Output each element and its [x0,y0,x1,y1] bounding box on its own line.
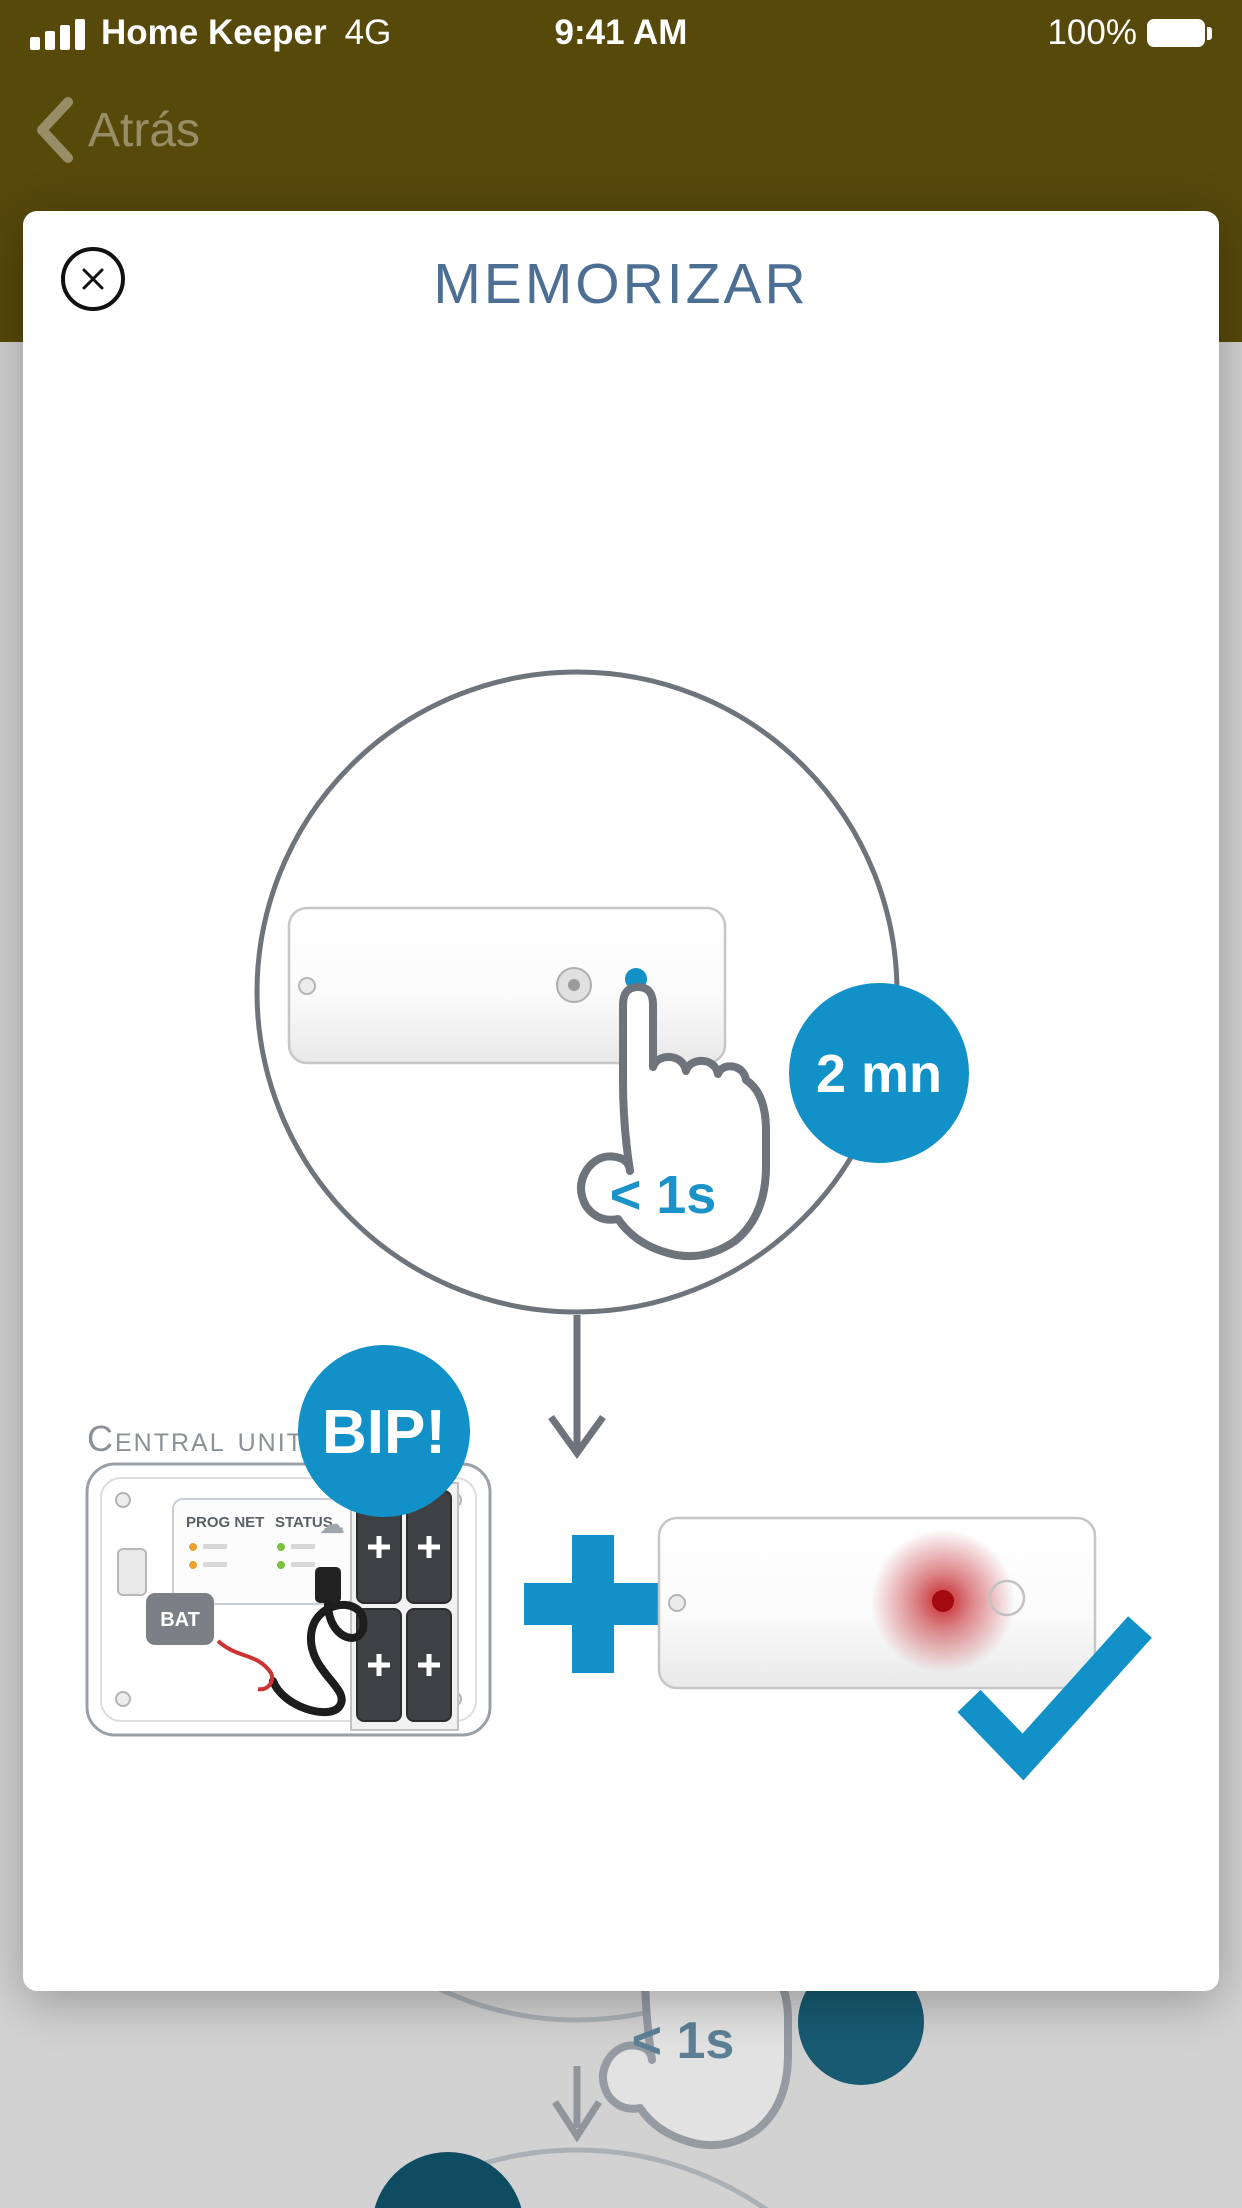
bg-press-duration-label: < 1s [632,2012,735,2070]
down-arrow-icon [548,1315,606,1459]
plus-icon [524,1535,662,1673]
cloud-icon: ☁ [319,1509,345,1539]
power-plug [315,1567,341,1603]
bat-box: BAT [146,1593,214,1645]
signal-bars-icon [30,16,85,50]
status-label: STATUS [275,1514,333,1531]
status-bar: Home Keeper 4G 9:41 AM 100% [0,0,1242,66]
device-screw [668,1594,686,1612]
battery-compartment [350,1482,459,1731]
bip-badge-label: BIP! [322,1398,446,1467]
sim-slot [117,1548,147,1596]
memorizar-modal: MEMORIZAR [23,211,1219,1991]
bg-beep-badge [374,2152,522,2208]
bg-focus-circle-2 [385,2147,769,2208]
checkmark-icon [957,1616,1152,1781]
carrier-label: Home Keeper [101,13,327,52]
battery-full-icon [1147,19,1212,47]
circle-x-icon [82,268,104,290]
modal-title: MEMORIZAR [433,252,809,316]
bip-badge: BIP! [298,1345,470,1517]
wait-badge-label: 2 mn [816,1044,942,1104]
network-label: 4G [344,13,392,52]
red-led [932,1590,954,1612]
instruction-illustration: < 1s 2 mn Central unit [85,669,1152,1781]
battery-plus-marks [368,1536,440,1676]
back-label: Atrás [88,103,201,157]
power-cable [269,1599,368,1717]
sensor-device-lit [657,1516,1097,1690]
pointing-hand-icon [577,983,770,1261]
device-screw [298,977,316,995]
central-unit-label: Central unit [87,1418,304,1459]
back-button[interactable]: Atrás [34,96,200,164]
sensor-device [287,906,727,1065]
red-wire [216,1639,275,1692]
press-duration-label: < 1s [610,1165,717,1225]
battery-group: 100% [1047,13,1212,53]
battery-percent-label: 100% [1047,13,1137,52]
chevron-left-icon [37,97,73,163]
bg-down-arrow-head [552,2100,602,2143]
wait-badge: 2 mn [789,983,969,1163]
led-ring [988,1579,1026,1617]
central-unit-panel: PROG NET STATUS ☁ [172,1498,354,1605]
close-button[interactable] [61,247,125,311]
prog-net-label: PROG NET [186,1514,264,1531]
central-unit-illustration: Central unit PROG NET STATUS [85,1418,492,1737]
bat-label: BAT [160,1609,200,1631]
